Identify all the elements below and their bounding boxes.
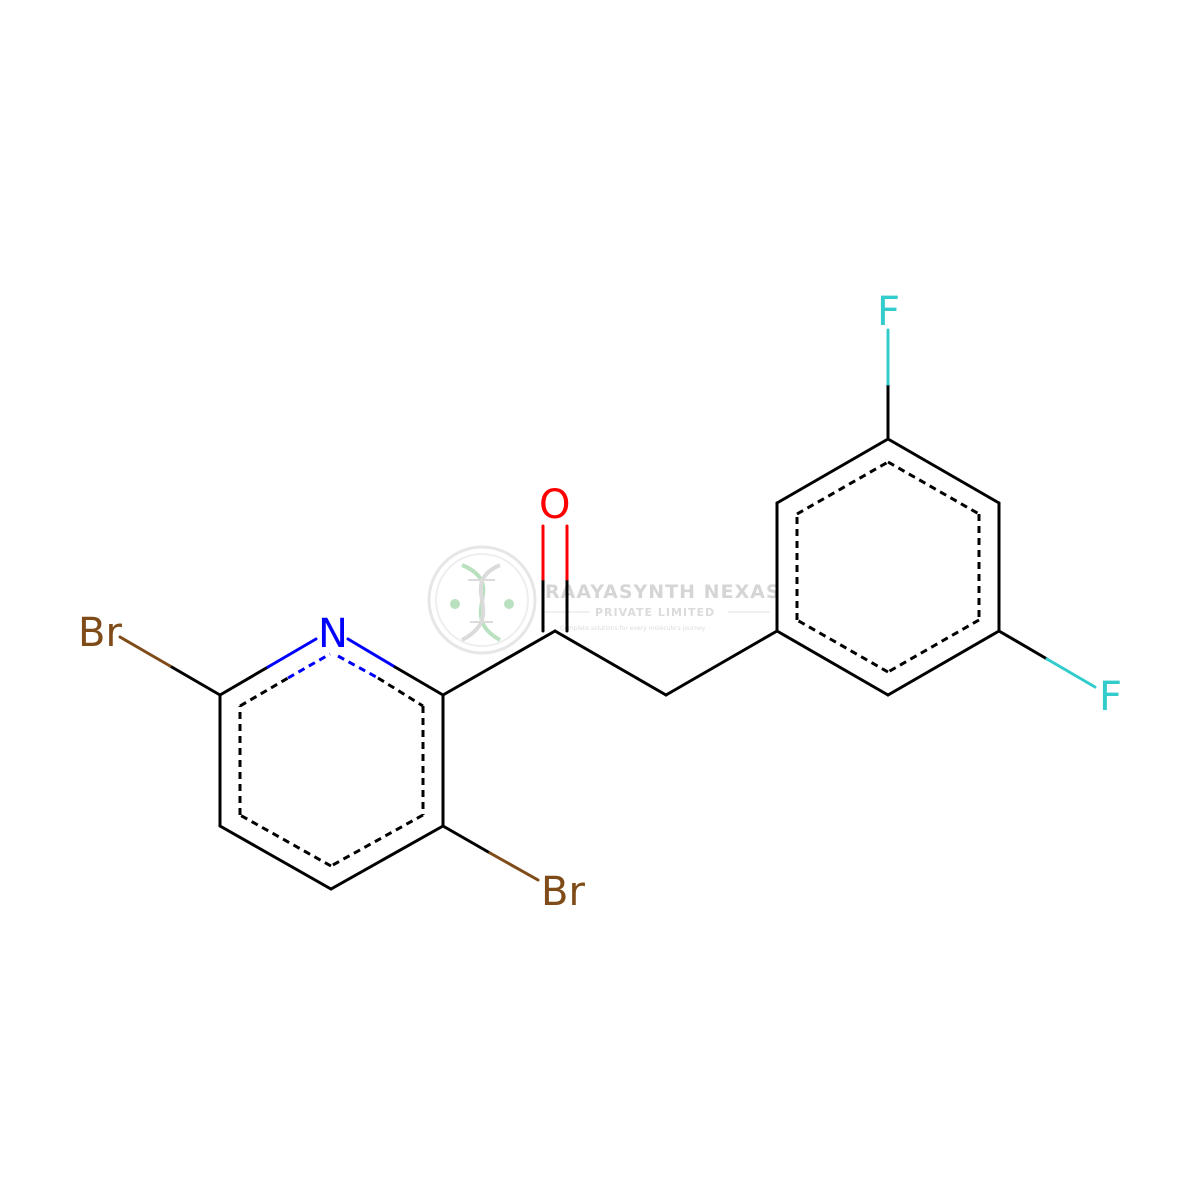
bonds bbox=[118, 328, 1097, 891]
atom-labels: Br N O Br F F bbox=[78, 289, 1122, 915]
bond-c6-n-b bbox=[266, 637, 318, 669]
atom-br-bottom: Br bbox=[541, 869, 585, 915]
bond-c5p-f-b bbox=[1045, 657, 1097, 689]
bond-c5p-c6p bbox=[886, 629, 1001, 697]
atom-f-top: F bbox=[877, 289, 900, 335]
watermark-subtitle: PRIVATE LIMITED bbox=[595, 606, 715, 619]
bond-ch2-c1p bbox=[664, 629, 779, 697]
atom-n: N bbox=[318, 611, 348, 657]
bond-c6p-c1p bbox=[775, 629, 890, 697]
atom-br-left: Br bbox=[78, 610, 122, 656]
bond-c6-br bbox=[168, 664, 222, 697]
watermark-title: RAAYASYNTH NEXAS bbox=[545, 581, 781, 603]
aromatic-pyridine-7 bbox=[239, 813, 332, 868]
bond-c3-br-b bbox=[488, 851, 540, 882]
aromatic-pyridine-1 bbox=[239, 676, 289, 708]
aromatic-pyridine-3 bbox=[337, 654, 379, 680]
bond-c2p-c3p bbox=[775, 437, 890, 505]
bond-c2-ccarbonyl bbox=[441, 629, 557, 697]
bond-c4-c5 bbox=[218, 824, 333, 891]
aromatic-pyridine-2 bbox=[287, 652, 331, 680]
aromatic-pyridine-4 bbox=[377, 676, 424, 708]
atom-f-right: F bbox=[1099, 674, 1122, 720]
aromatic-benzene-2 bbox=[796, 460, 889, 516]
aromatic-benzene-3 bbox=[887, 460, 980, 516]
bond-c3-c4 bbox=[329, 824, 445, 891]
watermark-logo-icon bbox=[427, 545, 537, 655]
bond-c3p-c4p bbox=[886, 437, 1001, 505]
bond-n-c2-b bbox=[393, 665, 445, 697]
watermark: RAAYASYNTH NEXAS PRIVATE LIMITED Complet… bbox=[427, 545, 781, 655]
bond-ccarbonyl-ch2 bbox=[553, 629, 668, 697]
aromatic-markers bbox=[238, 460, 981, 868]
aromatic-benzene-6 bbox=[796, 618, 889, 674]
watermark-tagline: Complete solutions for every molecule's … bbox=[560, 625, 706, 632]
bond-c3-br bbox=[441, 824, 492, 855]
aromatic-benzene-5 bbox=[887, 618, 980, 674]
bond-c5p-f bbox=[997, 629, 1049, 661]
bond-n-c2 bbox=[346, 637, 397, 669]
aromatic-pyridine-6 bbox=[330, 813, 424, 868]
bond-c6-br-b bbox=[118, 635, 172, 668]
atom-o: O bbox=[539, 482, 570, 528]
bond-c6-n bbox=[218, 665, 270, 697]
